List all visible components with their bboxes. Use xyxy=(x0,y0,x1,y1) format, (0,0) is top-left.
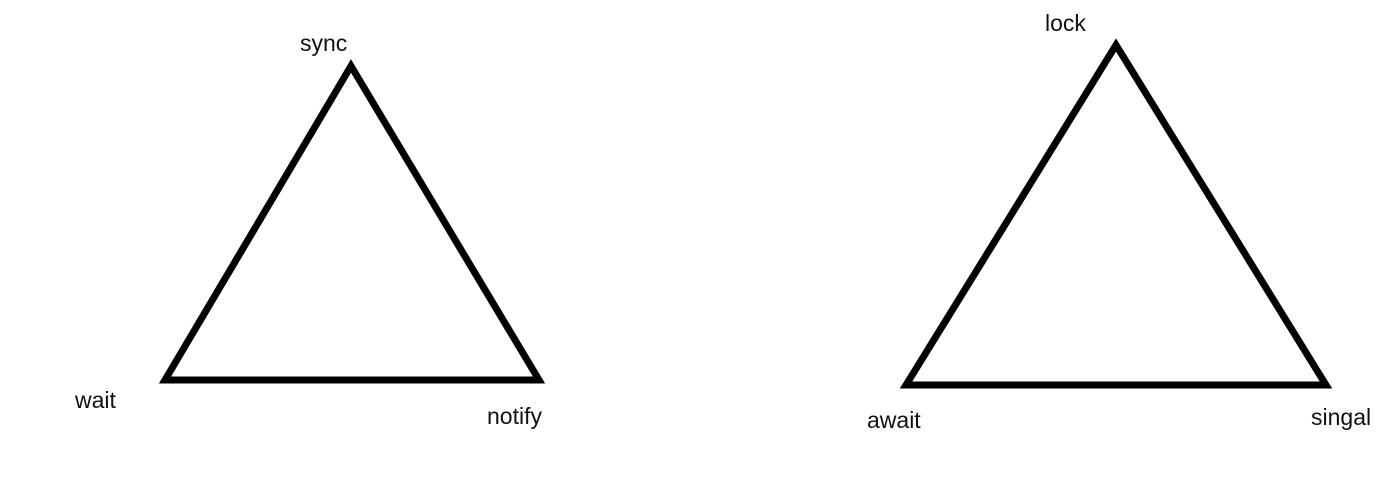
vertex-label-lock: lock xyxy=(1045,10,1086,36)
vertex-label-singal: singal xyxy=(1311,404,1371,430)
triangle-group-lock-await-singal: lock await singal xyxy=(867,10,1371,433)
vertex-label-await: await xyxy=(867,407,921,433)
triangle-lock-await-singal xyxy=(899,38,1333,389)
triangle-group-sync-wait-notify: sync wait notify xyxy=(74,30,546,429)
vertex-label-wait: wait xyxy=(74,387,117,413)
vertex-label-sync: sync xyxy=(300,30,347,56)
vertex-label-notify: notify xyxy=(487,403,542,429)
triangle-sync-wait-notify xyxy=(158,59,546,384)
